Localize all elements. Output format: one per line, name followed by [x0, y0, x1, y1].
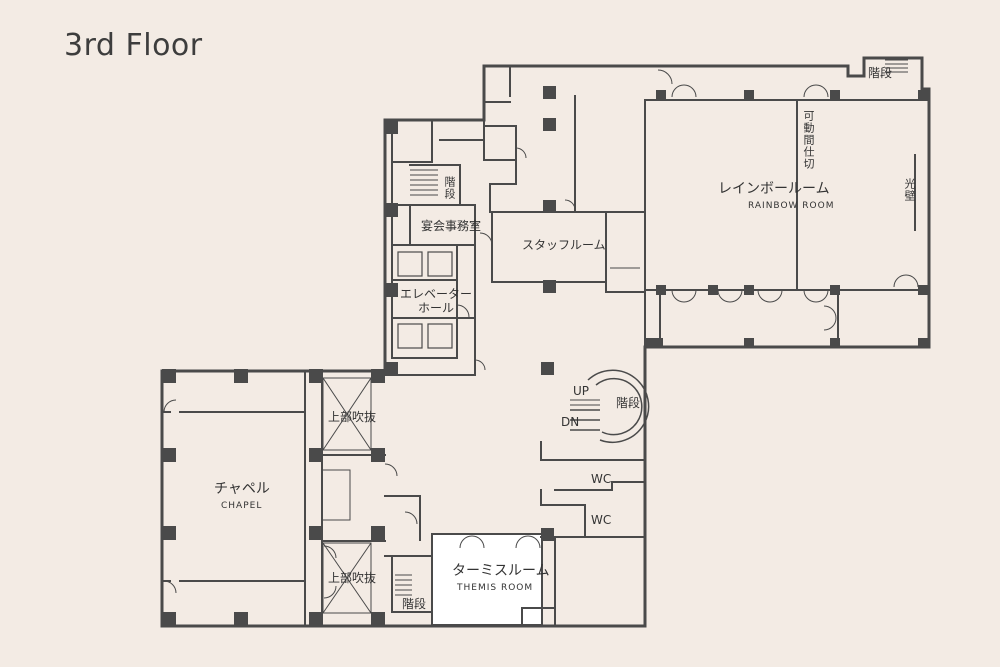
themis-side-wall [521, 536, 556, 627]
banquet-office-label: 宴会事務室 [421, 219, 482, 233]
rainbow-room-label-jp: レインボールーム [718, 181, 830, 197]
chapel-label-en: CHAPEL [221, 501, 263, 511]
stairs-up-label: UP [573, 384, 590, 398]
elevator-hall-wall [391, 244, 476, 376]
chapel-interior-wall [161, 370, 306, 627]
light-wall-label: 光壁 [903, 178, 916, 202]
outer-wall-left-tower [383, 56, 931, 373]
pillars [162, 86, 928, 626]
atrium-cross-marks [321, 377, 372, 614]
stair-left-top [409, 139, 485, 206]
staircase-wall [540, 441, 646, 538]
stairs-down-label: DN [561, 415, 580, 429]
tower-rooms [391, 119, 476, 246]
staff-room-label: スタッフルーム [522, 238, 606, 252]
stairs-label-top-right: 階段 [868, 66, 893, 80]
outer-wall-right-lower [383, 345, 647, 628]
themis-room-label-jp: ターミスルーム [452, 563, 550, 579]
atrium-label-upper: 上部吹抜 [328, 410, 377, 424]
themis-room-area [431, 533, 543, 626]
left-lower-rooms [384, 495, 433, 613]
center-top-rooms [483, 65, 517, 213]
stairs-label-bottom: 階段 [402, 597, 427, 611]
elevator-cars [397, 251, 453, 349]
partition-label: 可動間仕切 [802, 110, 815, 170]
rainbow-room-corridor [644, 289, 930, 348]
wc-label-1: WC [591, 472, 612, 486]
spiral-staircase [570, 369, 650, 443]
center-room-wall [491, 95, 646, 293]
stair-treads [395, 59, 908, 596]
themis-room-label-en: THEMIS ROOM [457, 583, 534, 593]
elevator-hall-label: エレベーター ホール [400, 287, 473, 315]
rainbow-room-wall [644, 99, 930, 348]
door-swings [163, 69, 919, 599]
stairs-label-tower: 階段 [443, 176, 456, 200]
stairs-label-spiral: 階段 [616, 396, 641, 410]
wc-label-2: WC [591, 513, 612, 527]
atrium-label-lower: 上部吹抜 [328, 571, 377, 585]
page-title: 3rd Floor [64, 28, 203, 63]
chapel-label-jp: チャペル [214, 481, 270, 497]
rainbow-room-label-en: RAINBOW ROOM [748, 201, 835, 211]
